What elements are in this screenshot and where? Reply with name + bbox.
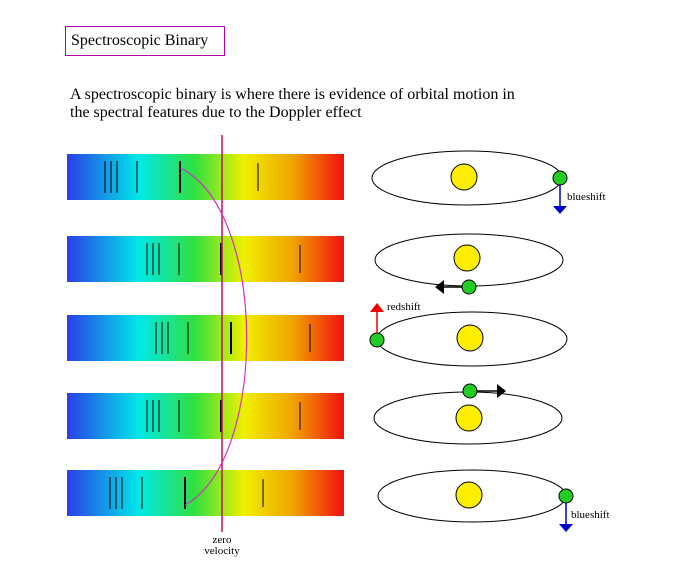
spectrum-band: [67, 154, 344, 200]
redshift-arrow-icon: [370, 303, 384, 312]
zero-label: zero: [213, 534, 232, 546]
spectrum-band: [67, 470, 344, 516]
primary-star: [455, 481, 483, 509]
intro-text: A spectroscopic binary is where there is…: [70, 86, 630, 122]
right-arrow-icon: [497, 384, 506, 398]
spectrum-band: [67, 393, 344, 439]
blueshift-arrow-icon: [553, 206, 567, 214]
left-arrow-icon: [435, 280, 444, 294]
spectrum-2: [67, 236, 344, 282]
companion-star: [462, 383, 478, 399]
primary-star: [453, 244, 481, 272]
companion-star: [558, 488, 574, 504]
velocity-curve: [179, 167, 248, 506]
spectrum-5: [67, 470, 344, 516]
blueshift-label: blueshift: [567, 191, 606, 203]
intro-line-2: the spectral features due to the Doppler…: [70, 104, 362, 121]
primary-star: [455, 404, 483, 432]
intro-line-1: A spectroscopic binary is where there is…: [70, 86, 515, 103]
orbit-panel-2: [374, 233, 564, 295]
companion-star: [552, 170, 568, 186]
orbit-panel-3: redshift: [369, 301, 568, 367]
spectrum-4: [67, 393, 344, 439]
spectrum-1: [67, 154, 344, 200]
blueshift-label: blueshift: [571, 509, 610, 521]
primary-star: [456, 324, 484, 352]
spectrum-band: [67, 236, 344, 282]
blueshift-arrow-icon: [559, 524, 573, 532]
primary-star: [450, 163, 478, 191]
page-title: Spectroscopic Binary: [65, 26, 225, 56]
redshift-label: redshift: [387, 301, 421, 313]
orbit-panel-5: blueshift: [377, 469, 610, 532]
orbit-panel-4: [373, 383, 563, 445]
orbit-panel-1: blueshift: [371, 150, 606, 214]
velocity-label: velocity: [204, 545, 240, 557]
spectrum-3: [67, 315, 344, 361]
spectrum-band: [67, 315, 344, 361]
companion-star: [461, 279, 477, 295]
companion-star: [369, 332, 385, 348]
